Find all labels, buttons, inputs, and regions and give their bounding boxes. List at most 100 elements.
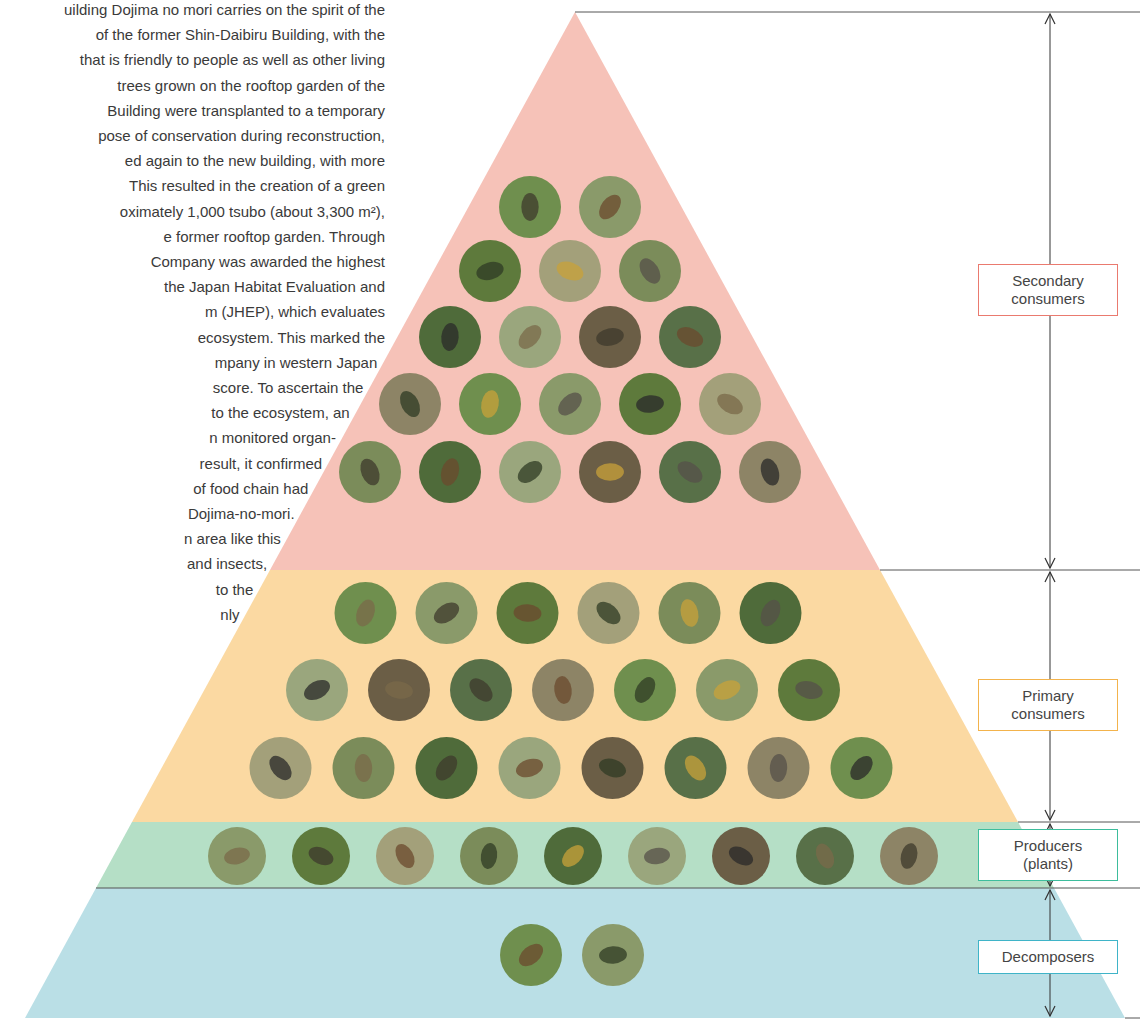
photo-disc (579, 176, 641, 238)
species-photo (699, 373, 761, 435)
photo-subject (514, 321, 546, 353)
level-label: Secondary consumers (993, 272, 1103, 308)
photo-disc (539, 373, 601, 435)
photo-disc (416, 737, 478, 799)
species-photo (880, 827, 938, 885)
species-photo (416, 582, 478, 644)
paragraph-line: m (JHEP), which evaluates (205, 303, 385, 321)
species-photo (578, 582, 640, 644)
photo-subject (553, 675, 574, 705)
species-photo (497, 582, 559, 644)
photo-disc (778, 659, 840, 721)
photo-subject (681, 752, 711, 785)
photo-disc (419, 441, 481, 503)
species-photo (286, 659, 348, 721)
species-photo (831, 737, 893, 799)
paragraph-line: and insects, (187, 555, 267, 573)
level-label: Producers (plants) (993, 837, 1103, 873)
paragraph-line: score. To ascertain the (213, 379, 364, 397)
primary-band (132, 570, 1018, 822)
photo-subject (635, 394, 665, 414)
species-photo (459, 373, 521, 435)
paragraph-line: pose of conservation during reconstructi… (98, 127, 385, 145)
photo-disc (740, 582, 802, 644)
photo-subject (431, 752, 461, 785)
species-photo (333, 737, 395, 799)
species-photo (460, 827, 518, 885)
photo-subject (384, 679, 414, 701)
paragraph-line: that is friendly to people as well as ot… (80, 51, 385, 69)
species-photo (459, 240, 521, 302)
photo-disc (579, 306, 641, 368)
photo-subject (306, 843, 336, 868)
photo-disc (539, 240, 601, 302)
species-photo (659, 306, 721, 368)
species-photo (796, 827, 854, 885)
photo-disc (665, 737, 727, 799)
photo-subject (479, 842, 499, 870)
photo-disc (880, 827, 938, 885)
photo-disc (499, 306, 561, 368)
photo-subject (769, 754, 788, 783)
paragraph-line: trees grown on the rooftop garden of the (117, 77, 385, 95)
level-label-box: Producers (plants) (978, 829, 1118, 881)
photo-disc (739, 441, 801, 503)
photo-subject (592, 597, 624, 628)
species-photo (582, 737, 644, 799)
species-photo (712, 827, 770, 885)
species-photo (499, 441, 561, 503)
level-label-box: Decomposers (978, 940, 1118, 974)
species-photo (419, 306, 481, 368)
paragraph-line: of the former Shin-Daibiru Building, wit… (96, 26, 385, 44)
paragraph-line: to the ecosystem, an (211, 404, 349, 422)
photo-disc (379, 373, 441, 435)
photo-disc (459, 240, 521, 302)
paragraph-line: ecosystem. This marked the (198, 329, 385, 347)
paragraph-line: to the (216, 581, 254, 599)
photo-subject (430, 598, 463, 628)
photo-disc (544, 827, 602, 885)
species-photo (499, 176, 561, 238)
paragraph-line: nly (220, 606, 239, 624)
photo-subject (513, 603, 542, 622)
species-photo (778, 659, 840, 721)
species-photo (628, 827, 686, 885)
species-photo (619, 373, 681, 435)
photo-disc (368, 659, 430, 721)
photo-disc (532, 659, 594, 721)
photo-subject (898, 841, 920, 870)
photo-subject (515, 939, 548, 970)
species-photo (368, 659, 430, 721)
species-photo (416, 737, 478, 799)
photo-disc (659, 441, 721, 503)
photo-subject (635, 255, 665, 288)
paragraph-line: Dojima-no-mori. (188, 505, 295, 523)
photo-subject (265, 752, 296, 785)
species-photo (450, 659, 512, 721)
photo-subject (438, 456, 462, 487)
photo-disc (628, 827, 686, 885)
paragraph-line: ed again to the new building, with more (125, 152, 385, 170)
photo-disc (460, 827, 518, 885)
photo-subject (674, 457, 707, 487)
photo-subject (521, 193, 538, 221)
paragraph-line: oximately 1,000 tsubo (about 3,300 m²), (120, 203, 385, 221)
level-label-box: Secondary consumers (978, 264, 1118, 316)
photo-disc (335, 582, 397, 644)
paragraph-line: Company was awarded the highest (151, 253, 385, 271)
photo-disc (578, 582, 640, 644)
species-photo (579, 441, 641, 503)
level-label-box: Primary consumers (978, 679, 1118, 731)
photo-subject (357, 456, 384, 488)
photo-disc (250, 737, 312, 799)
photo-disc (659, 582, 721, 644)
species-photo (376, 827, 434, 885)
photo-disc (500, 924, 562, 986)
photo-subject (678, 598, 701, 629)
photo-disc (339, 441, 401, 503)
photo-disc (582, 924, 644, 986)
species-photo (379, 373, 441, 435)
photo-disc (292, 827, 350, 885)
photo-subject (440, 322, 460, 351)
